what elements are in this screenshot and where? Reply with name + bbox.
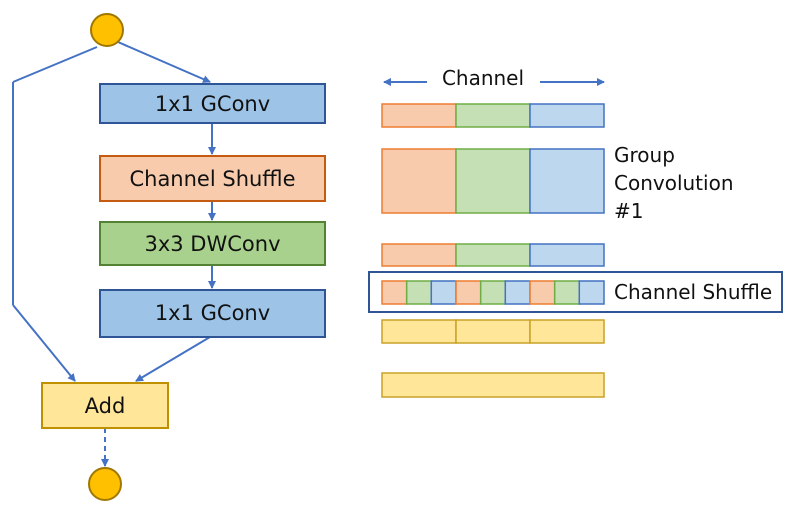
gconv-block-2-label: 1x1 GConv <box>155 301 270 325</box>
channel-label: Channel <box>442 66 524 90</box>
shuffled-channel-bar <box>381 280 605 305</box>
channel-shuffle-side-label: Channel Shuffle <box>614 280 772 304</box>
channel-shuffle-block-label: Channel Shuffle <box>129 167 295 191</box>
input-to-gconv-arrow <box>117 41 211 83</box>
output-channel-bar <box>381 372 605 398</box>
second-group-conv-bar <box>381 319 605 344</box>
gconv-block-2: 1x1 GConv <box>99 289 326 338</box>
add-block-label: Add <box>85 394 126 418</box>
group-convolution-label-line1: Group <box>614 143 675 167</box>
flow-diagram: 1x1 GConv Channel Shuffle 3x3 DWConv 1x1… <box>12 13 326 501</box>
add-block: Add <box>41 382 169 429</box>
group-output-bar <box>381 243 605 267</box>
group-convolution-blocks <box>381 148 605 214</box>
dwconv-block-label: 3x3 DWConv <box>144 232 280 256</box>
skip-connection-line <box>12 46 98 83</box>
input-group-bar <box>381 103 605 128</box>
channel-shuffle-highlight-box <box>368 271 783 313</box>
channel-shuffle-block: Channel Shuffle <box>99 155 326 202</box>
group-convolution-label-line2: Convolution <box>614 171 734 195</box>
gconv-block-1: 1x1 GConv <box>99 83 326 124</box>
gconv-block-1-label: 1x1 GConv <box>155 92 270 116</box>
output-node <box>88 467 122 501</box>
skip-connection-arrow <box>12 304 76 382</box>
input-node <box>90 13 124 47</box>
group-convolution-label-line3: #1 <box>614 199 643 223</box>
gconv-to-add-arrow <box>135 336 211 382</box>
tensor-illustration: Channel Group Convolution #1 <box>368 66 783 398</box>
dwconv-block: 3x3 DWConv <box>99 221 326 266</box>
